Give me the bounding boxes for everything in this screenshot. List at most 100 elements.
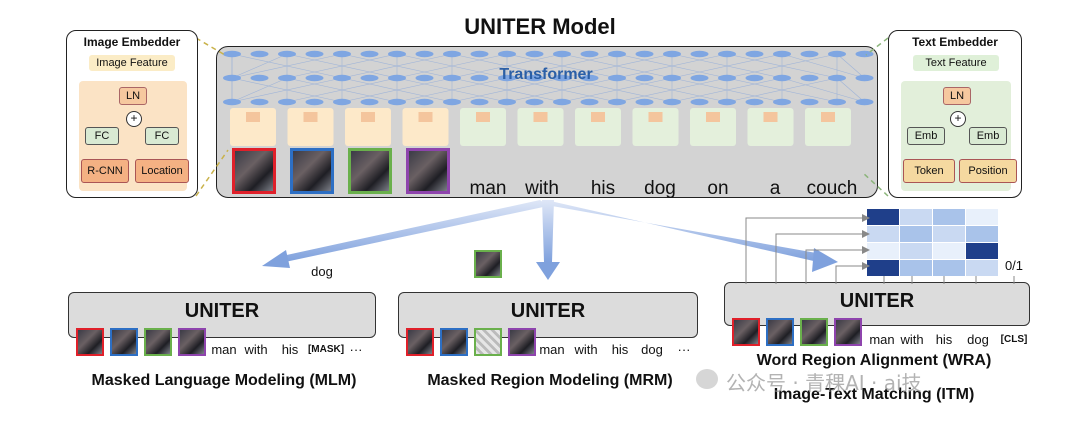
region-tile <box>290 148 334 194</box>
transformer-node <box>800 98 819 106</box>
word-token: couch <box>806 178 858 199</box>
transformer-node <box>773 98 791 106</box>
mrm-label: Masked Region Modeling (MRM) <box>427 372 673 389</box>
region-tile <box>232 148 276 194</box>
transformer-node <box>608 98 626 106</box>
embedding-ln-cell <box>821 112 835 122</box>
region-tile <box>144 328 172 356</box>
transformer-node <box>690 50 709 58</box>
transformer-node <box>223 98 241 106</box>
embedding-ln-cell <box>476 112 490 122</box>
embedding-ln-cell <box>418 112 433 122</box>
transformer-node <box>305 98 324 106</box>
transformer-node <box>690 98 709 106</box>
text-ln-box: LN <box>943 87 971 105</box>
itm-score: 0/1 <box>1004 258 1024 273</box>
transformer-node <box>745 74 764 82</box>
transformer-node <box>580 50 599 58</box>
word-token: on <box>707 178 729 199</box>
embedding-ln-cell <box>246 112 260 122</box>
embedding-ln-cell <box>763 112 778 122</box>
transformer-node <box>635 50 654 58</box>
word-token: with <box>574 342 598 357</box>
wra-label: Word Region Alignment (WRA) <box>756 352 992 369</box>
word-token: with <box>900 332 924 347</box>
transformer-node <box>745 50 764 58</box>
region-tile <box>178 328 206 356</box>
arrow-to-mlm <box>282 200 548 262</box>
transformer-node <box>635 98 654 106</box>
transformer-node <box>773 74 791 82</box>
transformer-node <box>360 98 379 106</box>
region-tile <box>406 328 434 356</box>
embedding-column <box>517 108 564 146</box>
transformer-node <box>498 98 516 106</box>
text-emb-box-right: Emb <box>969 127 1007 145</box>
mrm-output-region <box>474 250 502 278</box>
transformer-node <box>388 98 406 106</box>
transformer-node <box>470 74 489 82</box>
transformer-node <box>388 50 406 58</box>
transformer-node <box>498 50 516 58</box>
embedding-column <box>402 108 449 146</box>
transformer-node <box>443 74 461 82</box>
embedding-columns <box>230 108 851 146</box>
transformer-node <box>608 50 626 58</box>
word-token: man <box>539 342 565 357</box>
word-token: [MASK] <box>307 344 345 355</box>
word-token: man <box>469 178 507 199</box>
word-token: his <box>281 342 299 357</box>
embedding-ln-cell <box>533 112 548 122</box>
transformer-node <box>855 98 874 106</box>
watermark-text: 公众号 · 青稞AI · ai技 <box>726 371 922 395</box>
transformer-node <box>415 50 434 58</box>
transformer-node <box>333 74 351 82</box>
transformer-node <box>718 74 736 82</box>
embedding-ln-cell <box>706 112 720 122</box>
transformer-node <box>278 50 296 58</box>
region-tile <box>834 318 862 346</box>
transformer-node <box>663 98 681 106</box>
word-token: man <box>869 332 895 347</box>
transformer-network: Transformer <box>223 50 874 106</box>
transformer-node <box>223 74 241 82</box>
token-box: Token <box>903 159 955 183</box>
transformer-node <box>800 50 819 58</box>
transformer-node <box>800 74 819 82</box>
image-embedder-title: Image Embedder <box>83 35 181 49</box>
word-token: a <box>769 178 781 199</box>
transformer-node <box>828 98 846 106</box>
transformer-node <box>415 98 434 106</box>
region-tile <box>406 148 450 194</box>
text-emb-box-left: Emb <box>907 127 945 145</box>
word-token: dog <box>641 342 663 357</box>
word-token: ··· <box>349 342 363 357</box>
transformer-node <box>278 74 296 82</box>
word-token: ··· <box>677 342 691 357</box>
region-tile <box>508 328 536 356</box>
transformer-node <box>855 74 874 82</box>
transformer-node <box>360 50 379 58</box>
transformer-node <box>718 98 736 106</box>
embedding-column <box>747 108 794 146</box>
embedding-ln-cell <box>361 112 375 122</box>
transformer-node <box>470 50 489 58</box>
transformer-node <box>745 98 764 106</box>
embedding-column <box>287 108 334 146</box>
watermark: 公众号 · 青稞AI · ai技 <box>692 366 1052 395</box>
mlm-label: Masked Language Modeling (MLM) <box>91 372 357 389</box>
transformer-node <box>690 74 709 82</box>
wechat-icon <box>696 369 718 389</box>
transformer-node <box>388 74 406 82</box>
page-title: UNITER Model <box>464 14 616 39</box>
region-tile <box>800 318 828 346</box>
transformer-node <box>663 50 681 58</box>
text-feature-box: Text Feature <box>913 55 999 71</box>
transformer-node <box>305 74 324 82</box>
image-fc-box-right: FC <box>145 127 179 145</box>
position-box: Position <box>959 159 1017 183</box>
embedding-column <box>230 108 276 146</box>
